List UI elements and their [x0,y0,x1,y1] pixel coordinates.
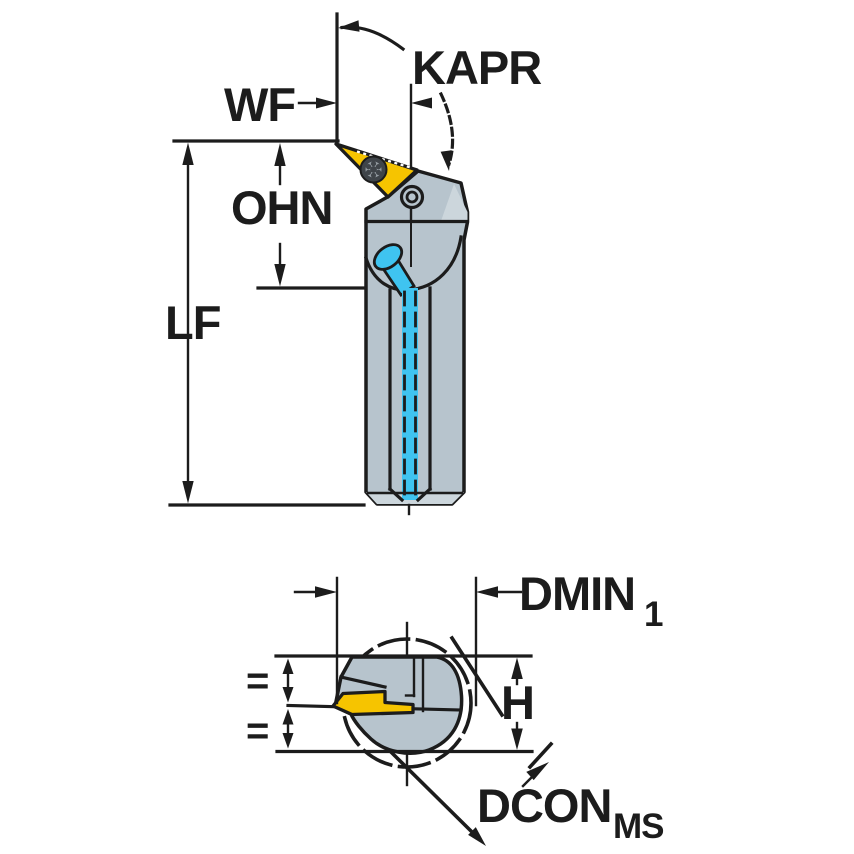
h-arrow-up [511,657,523,679]
dimension-wf [297,97,432,109]
label-dcon-subscript: MS [613,807,664,846]
coolant-channel [372,243,418,502]
dimension-lf [182,142,194,504]
head-corner-facet [441,184,468,221]
kapr-angle-arrowhead [440,150,452,171]
tool-body [334,142,470,516]
label-dmin: DMIN [519,567,635,620]
end-view [274,576,554,846]
torx-star-lobes [365,161,382,178]
coolant-bore [402,288,418,500]
wf-arrow-right [316,97,337,109]
label-wf: WF [224,78,295,131]
dcon-end-tick [527,741,554,770]
lf-arrow-up [182,142,194,165]
kapr-arc-arrowhead [338,20,360,32]
dcon-tangent-line [449,635,505,718]
dimension-equal-spacing [282,658,294,749]
dcon-arrowhead-lower [468,827,486,846]
dimension-h [511,657,523,750]
pocket-line [339,675,387,689]
label-ohn: OHN [231,181,332,234]
dimension-dcon [387,635,554,846]
shank-chamfer-left [387,486,405,503]
label-dmin-subscript: 1 [644,595,663,634]
shank-chamfer-right [415,486,433,503]
dimension-dmin [293,576,523,707]
insert-end-view [331,689,415,717]
label-kapr: KAPR [412,41,541,94]
dcon-arrow-tail [521,775,534,788]
clamp-screw-hole-outer [399,184,425,210]
h-arrow-down [511,728,523,750]
ohn-arrow-down [274,264,286,287]
label-equal-bottom: = [246,709,268,753]
clamp-screw-hole-inner [405,190,419,204]
label-lf: LF [165,296,220,349]
coolant-hidden-lines [403,290,417,502]
labels: WF KAPR OHN LF DMIN 1 H DCON MS = = [165,41,665,846]
dmin-arrow-right [315,586,337,598]
coolant-inlet-hole [372,243,404,271]
label-equal-top: = [246,659,268,703]
dimension-ohn [274,143,286,287]
label-dcon: DCON [477,779,611,832]
insert-edge-dotted-line [356,150,413,170]
lf-arrow-down [182,481,194,504]
kapr-arc-leader [340,25,406,52]
cutting-insert [334,142,419,199]
torx-screw [359,155,388,184]
wf-arrow-left [411,97,432,109]
ohn-arrow-up [274,143,286,166]
label-h: H [501,676,534,729]
side-view [168,12,470,516]
dcon-diagonal-line [387,748,477,837]
dmin-arrow-left [476,586,498,598]
dcon-arrowhead-upper [526,762,549,781]
